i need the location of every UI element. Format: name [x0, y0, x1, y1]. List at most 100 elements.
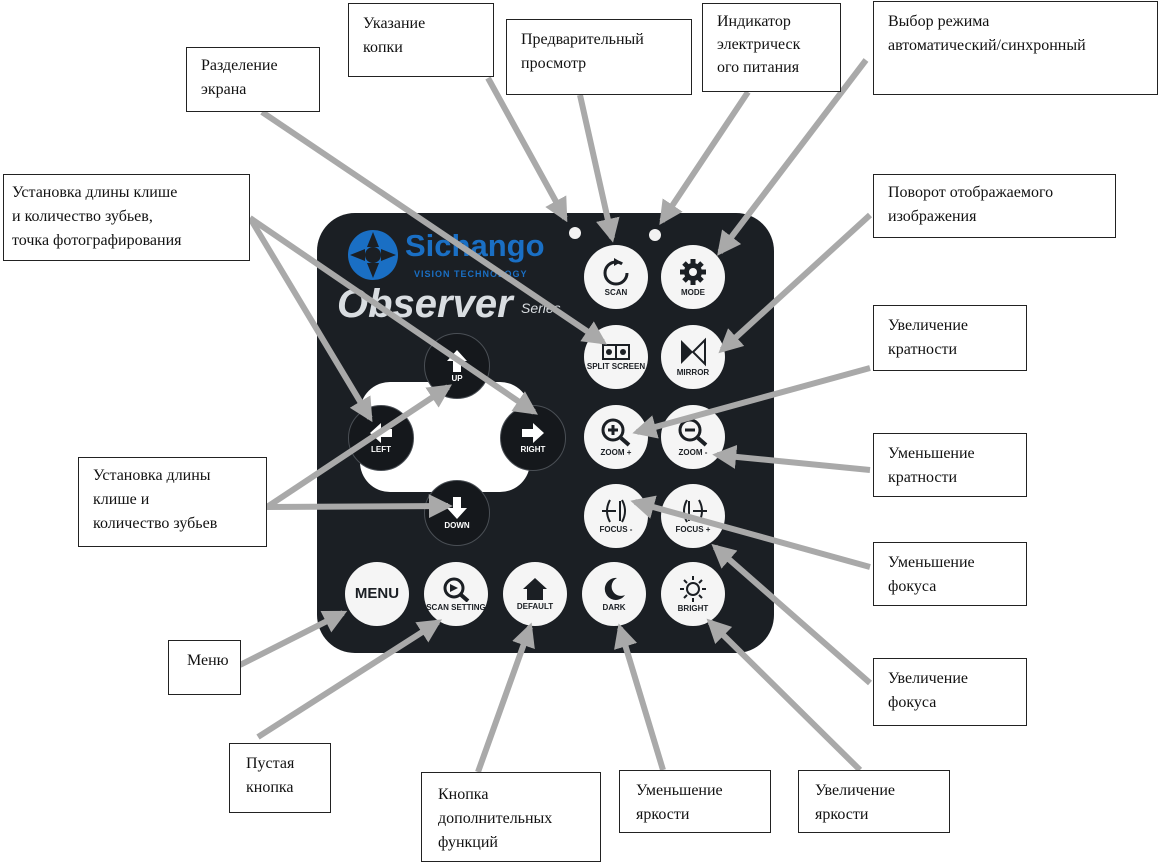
callout-line: копки	[363, 39, 403, 56]
callout-pointer: Указание копки	[348, 3, 494, 77]
callout-line: ого питания	[717, 59, 800, 76]
arrow-split	[260, 109, 607, 345]
callout-line: Поворот отображаемого	[888, 184, 1054, 201]
left-label: LEFT	[371, 445, 391, 454]
mirror-label: MIRROR	[676, 368, 710, 377]
arrow-focus-in	[711, 543, 872, 686]
focus-plus-label: FOCUS +	[675, 525, 711, 534]
callout-line: яркости	[815, 806, 869, 823]
right-label: RIGHT	[520, 445, 546, 454]
series-name: Observer	[337, 282, 513, 326]
arrow-right-icon	[522, 423, 544, 443]
menu-button[interactable]: MENU	[345, 562, 409, 626]
arrow-length-photo-right	[248, 215, 538, 415]
callout-line: Установка длины	[93, 467, 211, 484]
callout-rotate: Поворот отображаемого изображения	[873, 174, 1116, 238]
callout-power: Индикатор электрическ ого питания	[702, 3, 841, 92]
home-icon	[523, 578, 547, 600]
arrow-power	[659, 90, 751, 225]
arrow-extra	[475, 622, 535, 774]
callout-line: фокуса	[888, 694, 937, 711]
zoom-in-icon	[601, 418, 631, 447]
pointer-led	[569, 227, 581, 239]
sichango-logo-icon	[348, 230, 398, 280]
arrow-length-teeth-up	[265, 384, 453, 510]
callout-line: клише и	[93, 491, 150, 508]
refresh-icon	[603, 258, 629, 286]
arrow-length-teeth-down	[266, 494, 453, 519]
right-button[interactable]: RIGHT	[500, 405, 566, 471]
mirror-button[interactable]: MIRROR	[661, 325, 725, 389]
arrow-dim	[614, 623, 666, 771]
callout-brighten: Увеличение яркости	[798, 770, 950, 833]
callout-menu: Меню	[168, 640, 241, 695]
callout-line: Предварительный	[521, 31, 644, 48]
callout-zoom-in: Увеличение кратности	[873, 305, 1027, 371]
callout-dim: Уменьшение яркости	[619, 770, 771, 833]
callout-line: кратности	[888, 469, 958, 486]
focus-icon	[602, 499, 626, 523]
arrow-pointer	[485, 76, 568, 223]
callout-line: количество зубьев	[93, 515, 218, 532]
callout-line: Уменьшение	[888, 554, 975, 571]
callout-blank: Пустая кнопка	[229, 743, 331, 813]
callout-line: точка фотографирования	[12, 232, 182, 249]
arrow-mode	[717, 58, 869, 256]
scan-button[interactable]: SCAN	[584, 245, 648, 309]
callout-line: изображения	[888, 208, 977, 225]
callout-line: Увеличение	[888, 670, 969, 687]
dark-button[interactable]: DARK	[582, 562, 646, 626]
callout-line: яркости	[636, 806, 690, 823]
callout-length-photo: Установка длины клише и количество зубье…	[3, 174, 250, 261]
arrow-focus-out	[630, 495, 871, 570]
callout-line: Увеличение	[888, 317, 969, 334]
sun-icon	[680, 576, 706, 602]
callout-line: автоматический/синхронный	[888, 37, 1086, 54]
arrow-zoom-out	[712, 444, 871, 473]
moon-icon	[604, 577, 625, 600]
callout-line: Кнопка	[438, 786, 489, 803]
focus-plus-button[interactable]: FOCUS +	[661, 484, 725, 548]
split-screen-icon	[602, 344, 630, 360]
zoom-plus-label: ZOOM +	[600, 448, 632, 457]
scan-label: SCAN	[604, 288, 628, 297]
arrow-blank	[256, 619, 443, 740]
split-screen-label: SPLIT SCREEN	[586, 362, 646, 371]
zoom-minus-label: ZOOM -	[678, 448, 708, 457]
callout-preview: Предварительный просмотр	[506, 19, 692, 95]
arrow-zoom-in	[632, 365, 871, 439]
callout-line: функций	[438, 834, 498, 851]
callout-focus-in: Увеличение фокуса	[873, 658, 1027, 726]
callout-length-teeth: Установка длины клише и количество зубье…	[78, 457, 267, 547]
callout-line: кратности	[888, 341, 958, 358]
scan-setting-button[interactable]: SCAN SETTING	[424, 562, 488, 626]
arrow-preview	[577, 94, 620, 243]
callout-line: электрическ	[717, 36, 801, 53]
bright-label: BRIGHT	[677, 604, 709, 613]
scan-setting-icon	[443, 577, 470, 602]
scan-setting-label: SCAN SETTING	[426, 603, 486, 612]
callout-line: фокуса	[888, 578, 937, 595]
default-button[interactable]: DEFAULT	[503, 562, 567, 626]
gear-icon	[680, 259, 706, 285]
power-led	[649, 229, 661, 241]
arrow-menu	[238, 610, 348, 668]
default-label: DEFAULT	[516, 602, 554, 611]
callout-extra: Кнопка дополнительных функций	[421, 772, 601, 862]
callout-line: Пустая	[246, 755, 295, 772]
callout-focus-out: Уменьшение фокуса	[873, 542, 1027, 606]
callout-line: просмотр	[521, 55, 587, 72]
arrow-brighten	[706, 618, 863, 773]
callout-line: дополнительных	[438, 810, 553, 827]
menu-label: MENU	[354, 585, 400, 602]
bright-button[interactable]: BRIGHT	[661, 562, 725, 626]
callout-line: Указание	[363, 15, 426, 32]
mode-label: MODE	[681, 288, 705, 297]
mirror-icon	[681, 337, 706, 367]
callout-mode: Выбор режима автоматический/синхронный	[873, 1, 1158, 95]
callout-line: Разделение	[201, 57, 278, 74]
callout-line: Установка длины клише	[12, 184, 178, 201]
mode-button[interactable]: MODE	[661, 245, 725, 309]
callout-split: Разделение экрана	[186, 47, 320, 112]
